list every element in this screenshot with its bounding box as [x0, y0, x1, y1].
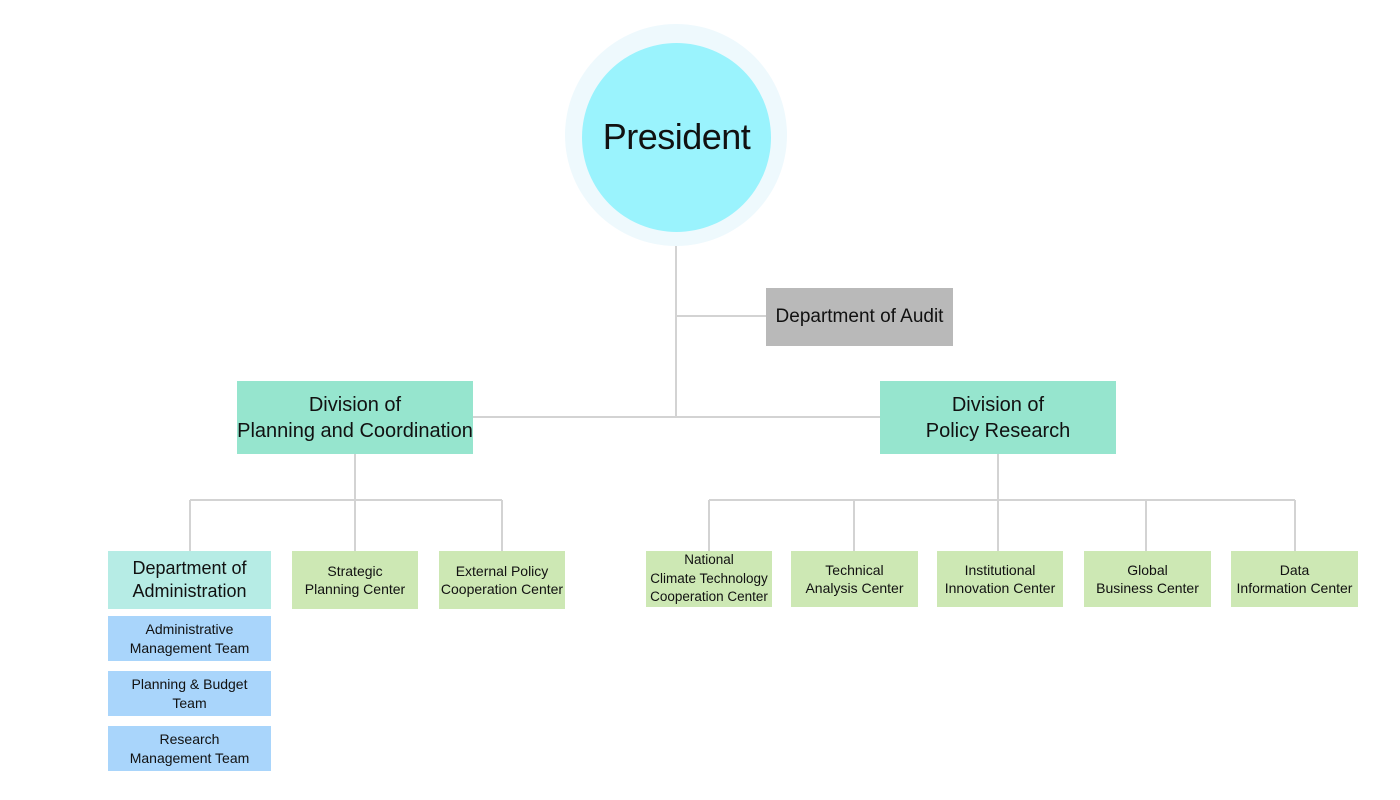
team-research-management: Research Management Team: [108, 726, 271, 771]
division-policy-research: Division of Policy Research: [880, 381, 1116, 454]
center-data-information: Data Information Center: [1231, 551, 1358, 607]
department-administration: Department of Administration: [108, 551, 271, 609]
center-global-business: Global Business Center: [1084, 551, 1211, 607]
center-external-policy-cooperation: External Policy Cooperation Center: [439, 551, 565, 609]
center-national-climate-technology: National Climate Technology Cooperation …: [646, 551, 772, 607]
center-institutional-innovation: Institutional Innovation Center: [937, 551, 1063, 607]
audit-department-box: Department of Audit: [766, 288, 953, 346]
president-node: President: [582, 43, 771, 232]
team-planning-budget: Planning & Budget Team: [108, 671, 271, 716]
division-planning-coordination: Division of Planning and Coordination: [237, 381, 473, 454]
center-strategic-planning: Strategic Planning Center: [292, 551, 418, 609]
center-technical-analysis: Technical Analysis Center: [791, 551, 918, 607]
team-administrative-management: Administrative Management Team: [108, 616, 271, 661]
